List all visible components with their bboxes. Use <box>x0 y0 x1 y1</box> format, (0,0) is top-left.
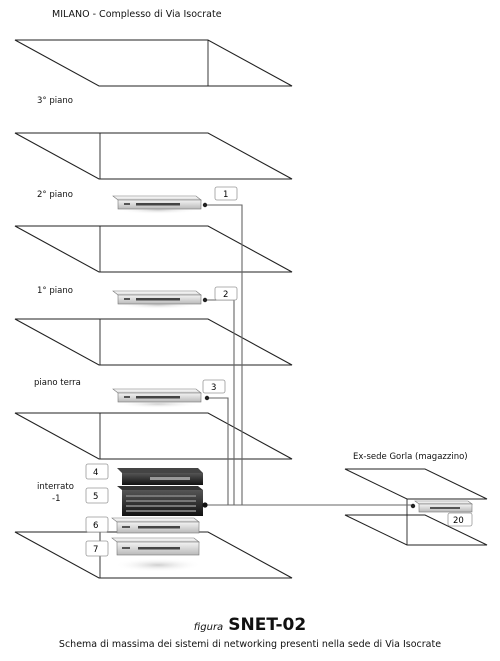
svg-text:1: 1 <box>223 190 228 200</box>
floor-plane-1 <box>14 225 293 273</box>
tag-4: 4 <box>85 463 109 480</box>
remote-site-plane-bottom <box>344 499 488 546</box>
svg-text:4: 4 <box>93 468 98 478</box>
svg-text:6: 6 <box>93 521 98 531</box>
floor-label-ground: piano terra <box>34 378 81 388</box>
remote-site-label: Ex-sede Gorla (magazzino) <box>353 452 468 462</box>
core-device-4 <box>117 468 203 485</box>
tag-2: 2 <box>214 286 238 301</box>
floor-plane-ground <box>14 318 293 366</box>
switch-ground-floor <box>112 388 210 408</box>
tag-5: 5 <box>85 487 109 504</box>
floor-label-3: 3° piano <box>37 96 73 106</box>
remote-site-plane-top <box>344 468 488 500</box>
svg-text:3: 3 <box>211 383 216 393</box>
svg-text:5: 5 <box>93 492 98 502</box>
figure-description: Schema di massima dei sistemi di network… <box>58 639 442 650</box>
tag-6: 6 <box>85 516 109 533</box>
svg-text:2: 2 <box>223 290 228 300</box>
core-device-7 <box>111 537 202 572</box>
svg-text:7: 7 <box>93 545 98 555</box>
tag-1: 1 <box>214 186 238 201</box>
diagram-title: MILANO - Complesso di Via Isocrate <box>52 9 222 20</box>
figure-word: figura <box>193 622 224 633</box>
floor-plane-basement-top <box>14 412 293 460</box>
floor-label-1: 1° piano <box>37 286 73 296</box>
floor-sublabel-basement: -1 <box>52 494 61 504</box>
switch-floor-2 <box>112 195 208 214</box>
floor-plane-3 <box>14 39 293 87</box>
core-device-5 <box>117 486 208 516</box>
svg-text:20: 20 <box>453 516 464 526</box>
core-device-6 <box>111 517 200 534</box>
floor-plane-2 <box>14 132 293 180</box>
floor-label-basement: interrato <box>37 482 74 492</box>
tag-20: 20 <box>447 512 473 527</box>
figure-id: SNET-02 <box>228 615 307 635</box>
tag-7: 7 <box>85 540 109 557</box>
figure-caption: figura SNET-02 <box>0 615 500 635</box>
switch-floor-1 <box>112 290 208 309</box>
floor-label-2: 2° piano <box>37 190 73 200</box>
remote-switch <box>410 500 473 513</box>
tag-3: 3 <box>202 379 226 394</box>
